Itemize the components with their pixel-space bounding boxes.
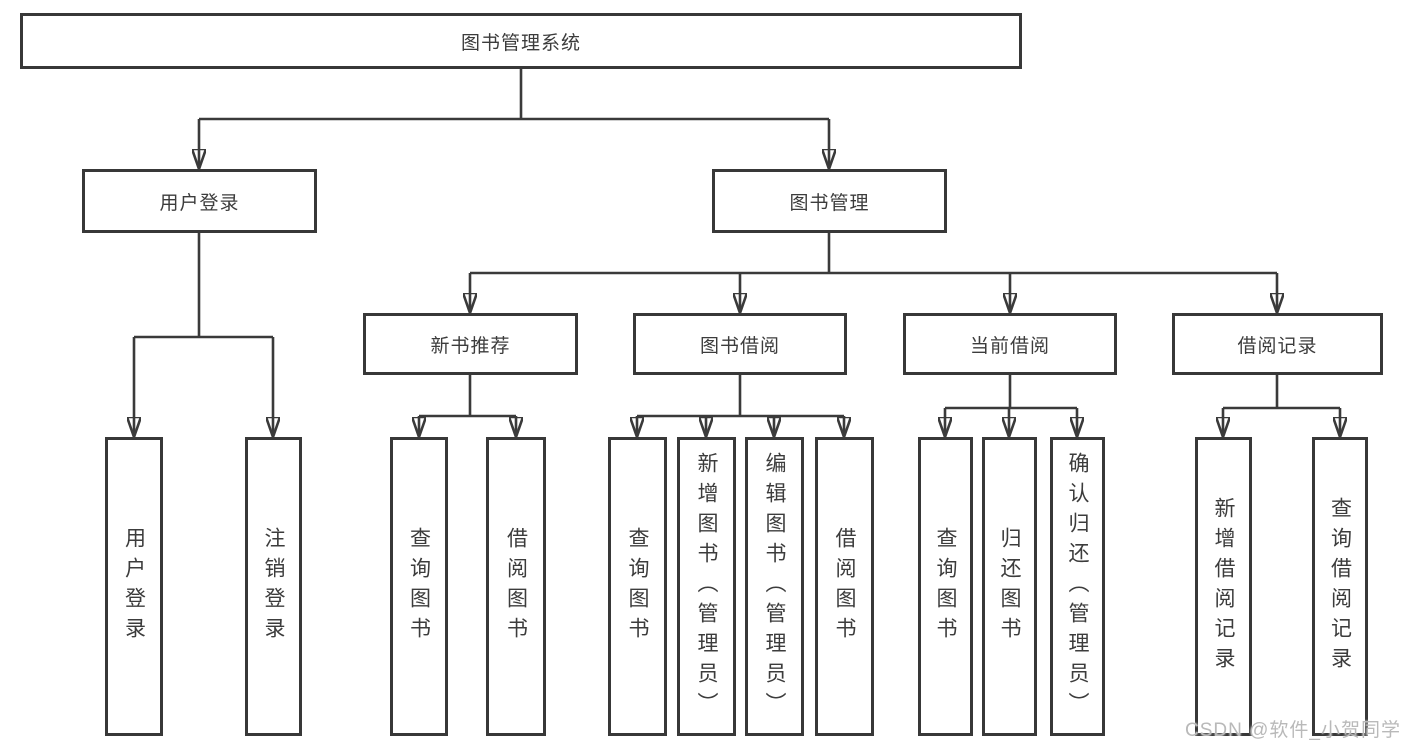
node-borrow-records: 借阅记录 — [1172, 313, 1383, 375]
rail-current-to-children — [945, 375, 1077, 410]
leaf-borrow-borrow-book: 借阅图书 — [815, 437, 874, 736]
leaf-borrow-query-book: 查询图书 — [608, 437, 667, 736]
leaf-logout-label: 注销登录 — [262, 526, 285, 647]
leaf-borrow-add-book-admin: 新增图书（管理员） — [677, 437, 736, 736]
leaf-records-query-record-label: 查询借阅记录 — [1328, 496, 1352, 677]
leaf-logout: 注销登录 — [245, 437, 302, 736]
node-borrow-records-label: 借阅记录 — [1237, 335, 1318, 357]
leaf-recommend-query-book: 查询图书 — [390, 437, 448, 736]
leaf-current-query-book: 查询图书 — [918, 437, 973, 736]
leaf-current-return-book-label: 归还图书 — [998, 526, 1021, 647]
leaf-user-login: 用户登录 — [105, 437, 163, 736]
rail-user-login-to-children — [134, 233, 273, 339]
node-book-borrow: 图书借阅 — [633, 313, 847, 375]
node-new-book-recommend: 新书推荐 — [363, 313, 578, 375]
node-user-login-label: 用户登录 — [159, 192, 240, 214]
leaf-borrow-edit-book-admin-label: 编辑图书（管理员） — [763, 451, 786, 722]
leaf-current-return-book: 归还图书 — [982, 437, 1037, 736]
leaf-borrow-edit-book-admin: 编辑图书（管理员） — [745, 437, 804, 736]
node-user-login: 用户登录 — [82, 169, 317, 233]
rail-book-mgmt-to-level3 — [470, 233, 1277, 275]
leaf-borrow-borrow-book-label: 借阅图书 — [833, 526, 856, 647]
rail-new-book-to-children — [419, 375, 516, 418]
leaf-user-login-label: 用户登录 — [122, 526, 146, 647]
node-root-label: 图书管理系统 — [460, 32, 581, 54]
node-book-management: 图书管理 — [712, 169, 947, 233]
rail-borrow-to-children — [637, 375, 844, 418]
watermark: CSDN @软件_小贺同学 — [1185, 720, 1401, 741]
leaf-recommend-borrow-book-label: 借阅图书 — [504, 526, 528, 647]
node-book-borrow-label: 图书借阅 — [699, 335, 780, 357]
node-current-borrow: 当前借阅 — [903, 313, 1117, 375]
node-current-borrow-label: 当前借阅 — [969, 335, 1050, 357]
leaf-recommend-query-book-label: 查询图书 — [407, 526, 431, 647]
leaf-records-query-record: 查询借阅记录 — [1312, 437, 1368, 736]
node-new-book-recommend-label: 新书推荐 — [430, 335, 511, 357]
leaf-borrow-query-book-label: 查询图书 — [626, 526, 649, 647]
leaf-records-add-record: 新增借阅记录 — [1195, 437, 1252, 736]
leaf-current-query-book-label: 查询图书 — [934, 526, 957, 647]
rail-records-to-children — [1223, 375, 1340, 410]
rail-root-to-level2 — [199, 69, 829, 121]
leaf-records-add-record-label: 新增借阅记录 — [1212, 496, 1235, 677]
leaf-current-confirm-return-admin-label: 确认归还（管理员） — [1066, 451, 1089, 722]
node-root: 图书管理系统 — [20, 13, 1022, 69]
node-book-management-label: 图书管理 — [789, 192, 870, 214]
leaf-borrow-add-book-admin-label: 新增图书（管理员） — [695, 451, 718, 722]
leaf-current-confirm-return-admin: 确认归还（管理员） — [1050, 437, 1105, 736]
leaf-recommend-borrow-book: 借阅图书 — [486, 437, 546, 736]
